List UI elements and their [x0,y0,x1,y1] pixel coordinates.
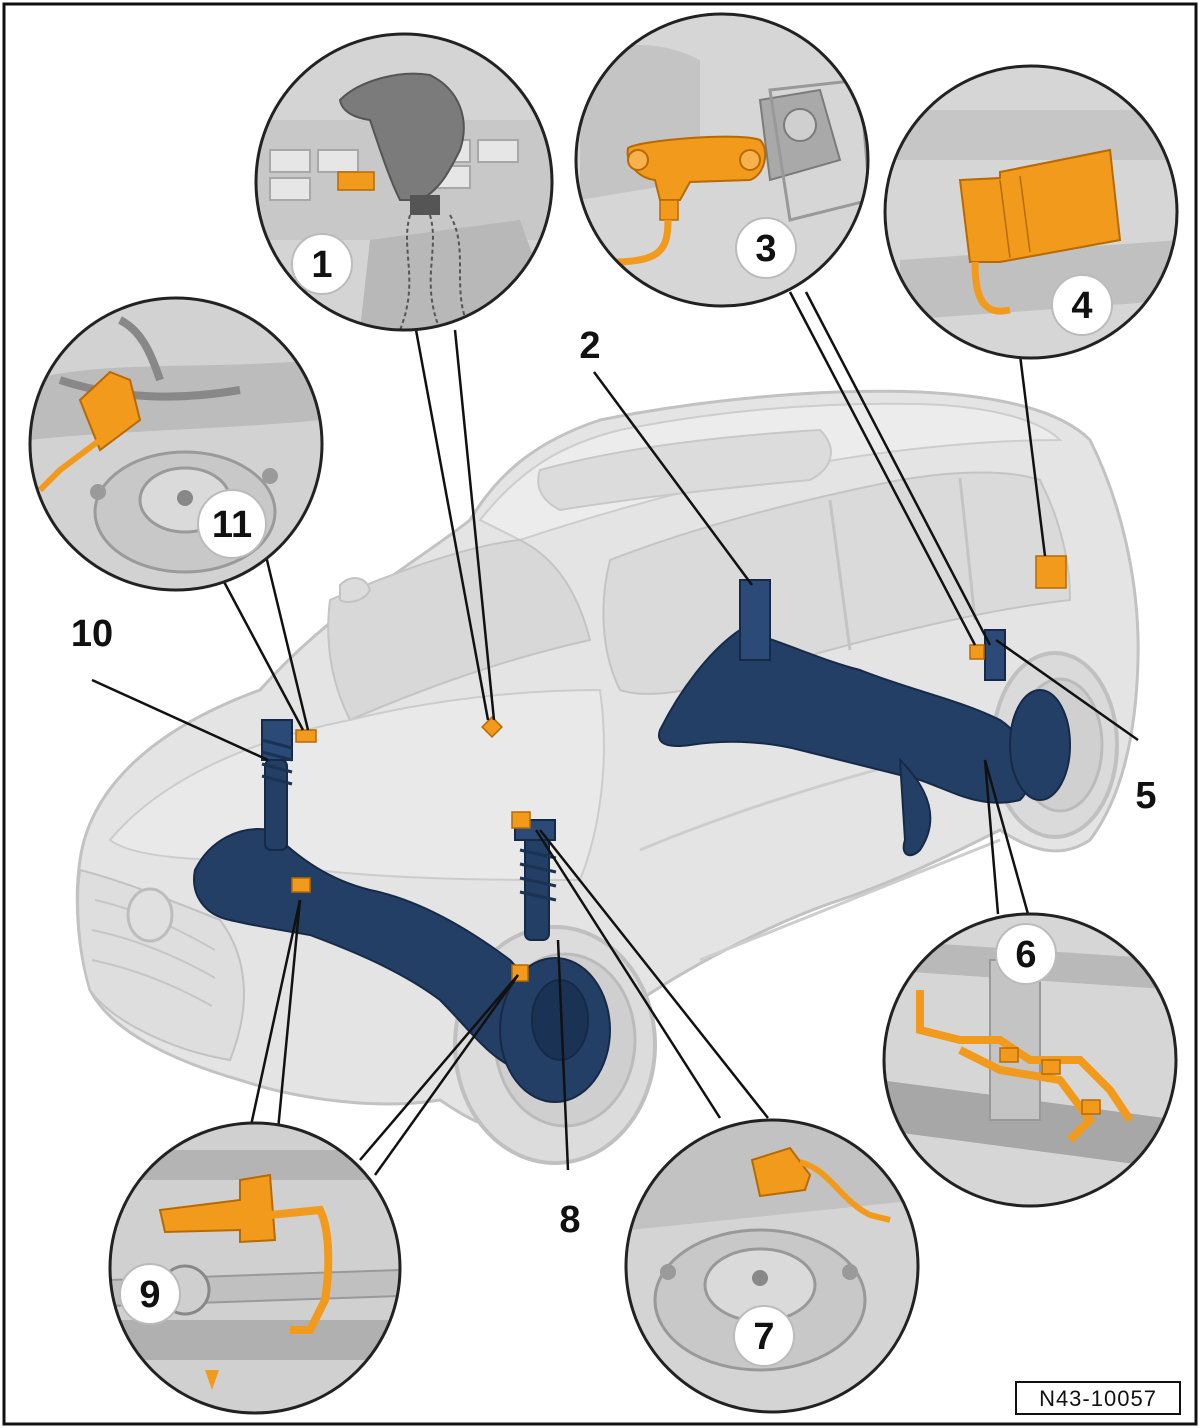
number-badge-9: 9 [119,1263,181,1325]
detail-view-3 [574,12,870,308]
number-badge-7: 7 [733,1305,795,1367]
callout-label-8: 8 [559,1199,580,1241]
rear-axle-assembly [658,579,1071,857]
detail-view-11 [28,296,324,592]
vehicle-component-markers [291,555,1067,982]
detail-view-4 [883,64,1179,360]
badge-label-1: 1 [311,244,332,286]
badge-label-4: 4 [1071,285,1092,327]
detail-view-7 [624,1118,920,1414]
badge-label-9: 9 [139,1274,160,1316]
badge-label-7: 7 [753,1316,774,1358]
detail-view-1 [254,32,554,332]
callout-label-5: 5 [1135,775,1156,817]
number-badge-4: 4 [1051,274,1113,336]
badge-label-11: 11 [212,504,252,546]
number-badge-6: 6 [995,923,1057,985]
detail-view-6 [882,912,1178,1208]
front-axle-assembly [193,719,611,1103]
leader-lines [91,291,1139,1176]
badge-label-3: 3 [755,228,776,270]
detail-view-9 [108,1121,402,1415]
number-badge-3: 3 [735,217,797,279]
callout-label-2: 2 [579,325,600,367]
number-badge-11: 11 [197,489,267,559]
figure-reference-box: N43-10057 [1015,1381,1181,1415]
badge-label-6: 6 [1015,934,1036,976]
figure-reference-label: N43-10057 [1039,1386,1157,1411]
callout-label-10: 10 [71,613,113,655]
number-badge-1: 1 [291,233,353,295]
